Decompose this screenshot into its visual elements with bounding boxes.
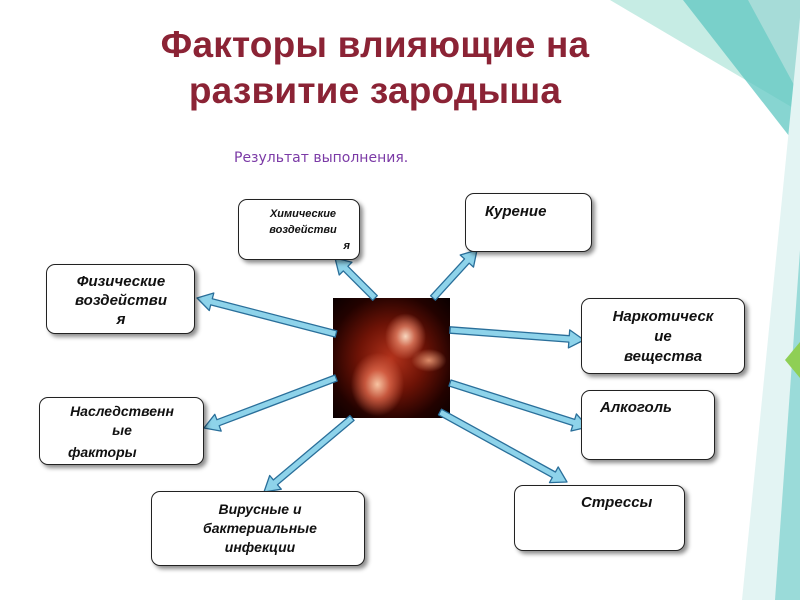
node-alcohol (581, 390, 715, 460)
node-physical (46, 264, 195, 334)
infections-line-2: бактериальные (203, 520, 317, 536)
infections-line-3: инфекции (224, 539, 296, 555)
label-smoking: Курение (485, 203, 547, 220)
hereditary-line-3: факторы (68, 444, 137, 460)
label-narcotic: Наркотическ ие вещества (588, 307, 738, 367)
physical-line-3: я (116, 311, 126, 328)
narcotic-line-3: вещества (623, 348, 703, 365)
narcotic-line-2: ие (654, 328, 672, 345)
node-narcotic (581, 298, 745, 374)
node-hereditary (39, 397, 204, 465)
label-infections: Вирусные и бактериальные инфекции (175, 500, 345, 557)
narcotic-line-1: Наркотическ (612, 308, 714, 325)
title-line-2: развитие зародыша (188, 70, 562, 111)
label-stress: Стрессы (581, 494, 653, 511)
page-title: Факторы влияющие на развитие зародыша (80, 22, 670, 114)
node-infections (151, 491, 365, 566)
label-physical: Физические воздействи я (50, 272, 192, 329)
infections-line-1: Вирусные и (218, 501, 302, 517)
physical-line-1: Физические (76, 273, 166, 290)
label-hereditary: Наследственн ые факторы (42, 402, 202, 462)
subtitle: Результат выполнения. (234, 150, 409, 166)
physical-line-2: воздействи (75, 292, 167, 309)
hereditary-line-1: Наследственн (70, 403, 174, 419)
chemical-line-2: воздействи (269, 224, 337, 236)
label-chemical: Химические воздействи я (256, 206, 350, 254)
node-smoking (465, 193, 592, 252)
embryo-image (333, 298, 450, 418)
label-alcohol: Алкоголь (600, 399, 672, 416)
chemical-line-1: Химические (269, 208, 337, 220)
hereditary-line-2: ые (112, 422, 132, 438)
node-stress (514, 485, 685, 551)
node-chemical (238, 199, 360, 260)
chemical-line-3: я (343, 240, 350, 252)
title-line-1: Факторы влияющие на (160, 24, 590, 65)
